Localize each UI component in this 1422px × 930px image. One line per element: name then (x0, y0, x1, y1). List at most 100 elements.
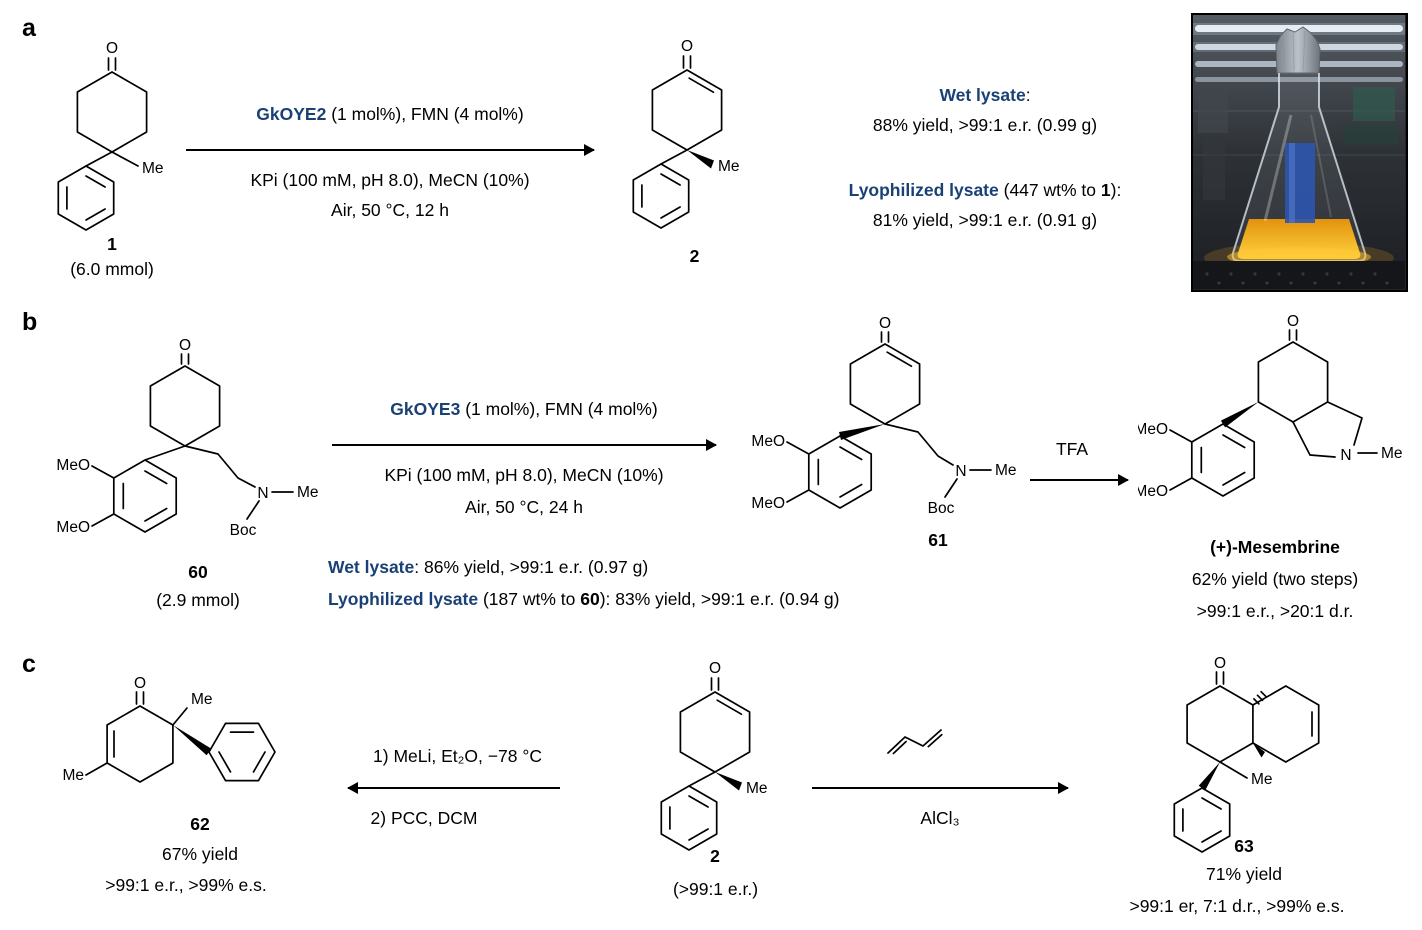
panel-c-label: c (22, 650, 36, 678)
flask-photo (1191, 13, 1408, 292)
lyophilized-label-b: Lyophilized lysate (328, 589, 479, 609)
wet-lysate-rest-b: : 86% yield, >99:1 e.r. (0.97 g) (414, 557, 649, 577)
methoxy-label-lower: MeO (56, 519, 90, 536)
methyl-label: Me (718, 158, 740, 175)
compound-63-stereo: >99:1 er, 7:1 d.r., >99% e.s. (1129, 896, 1345, 916)
carbonyl-o-label: O (134, 675, 146, 692)
carbonyl-o-label: O (681, 38, 693, 55)
bench-clutter (1193, 87, 1405, 200)
methoxy-label-upper: MeO (1138, 421, 1168, 438)
mesembrine-stereo: >99:1 e.r., >20:1 d.r. (1196, 601, 1354, 621)
tfa-arrow (1030, 474, 1129, 486)
butadiene-bonds (887, 729, 943, 755)
carbonyl-o-label: O (179, 337, 191, 354)
compound-1-structure: O Me (57, 40, 164, 231)
enzyme-gkoye3: GkOYE3 (390, 399, 461, 419)
vinyl-methyl-label: Me (62, 767, 84, 784)
nitrogen-label: N (955, 463, 966, 480)
compound-1-number: 1 (107, 234, 117, 254)
lyophilized-num-b: 60 (580, 589, 600, 609)
lyophilized-num-a: 1 (1100, 180, 1111, 200)
compound-63-yield: 71% yield (1206, 864, 1282, 884)
conditions-b-line2: KPi (100 mM, pH 8.0), MeCN (10%) (384, 465, 664, 485)
n-methyl-label: Me (1381, 445, 1403, 462)
mesembrine-bonds (1169, 329, 1378, 497)
conditions-a-line1: GkOYE2 (1 mol%), FMN (4 mol%) (186, 104, 594, 126)
compound-61-number: 61 (928, 530, 948, 550)
optical-table (1193, 261, 1405, 289)
compound-2c-number: 2 (710, 846, 720, 866)
wet-lysate-result-b: Wet lysate: 86% yield, >99:1 e.r. (0.97 … (328, 557, 648, 579)
foil-cap (1275, 26, 1321, 74)
nitrogen-label: N (1340, 447, 1351, 464)
lyophilized-result-a: 81% yield, >99:1 e.r. (0.91 g) (872, 210, 1098, 230)
glass-highlight (1263, 114, 1293, 222)
compound-62-bonds (85, 691, 276, 783)
mesembrine-structure: O N Me MeO MeO (1138, 313, 1403, 500)
conditions-b-line1-rest: (1 mol%), FMN (4 mol%) (460, 399, 658, 419)
compound-1-amount: (6.0 mmol) (70, 259, 154, 279)
n-methyl-label: Me (297, 484, 319, 501)
enzyme-gkoye2: GkOYE2 (256, 104, 327, 124)
nitrogen-label: N (257, 485, 268, 502)
left-conditions-line2: 2) PCC, DCM (370, 808, 478, 828)
lyophilized-pre-b: (187 wt% to (478, 589, 581, 609)
blue-band-highlight (1289, 143, 1295, 223)
compound-61-structure: O MeO MeO N Me Boc (751, 315, 1017, 517)
compound-62-stereo: >99:1 e.r., >99% e.s. (105, 875, 267, 895)
carbonyl-o-label: O (1287, 313, 1299, 330)
compound-2-structure-panel-c: O Me (660, 660, 768, 851)
conditions-a-line3: Air, 50 °C, 12 h (331, 200, 449, 220)
methyl-label: Me (1251, 771, 1273, 788)
lyophilized-heading-a: Lyophilized lysate (447 wt% to 1): (792, 180, 1178, 202)
lyophilized-post-a: ): (1110, 180, 1122, 200)
compound-2-number: 2 (689, 246, 700, 266)
boc-label: Boc (928, 500, 955, 517)
lyophilized-label-a: Lyophilized lysate (848, 180, 999, 200)
quaternary-methyl-label: Me (191, 691, 213, 708)
methyl-label: Me (746, 780, 768, 797)
butadiene-structure (887, 729, 943, 755)
wet-lysate-colon-a: : (1025, 85, 1031, 105)
compound-63-number: 63 (1234, 836, 1254, 856)
flask-photo-illustration (1193, 15, 1405, 289)
left-conditions-line1: 1) MeLi, Et₂O, −78 °C (373, 746, 542, 766)
conditions-b-line3: Air, 50 °C, 24 h (465, 497, 583, 517)
reaction-arrow-a (186, 144, 595, 156)
compound-1-bonds (57, 57, 148, 231)
conditions-a-line1-rest: (1 mol%), FMN (4 mol%) (326, 104, 524, 124)
mesembrine-yield: 62% yield (two steps) (1191, 569, 1359, 589)
compound-60-structure: O MeO MeO N Me Boc (56, 337, 319, 539)
glass-highlight-2 (1310, 114, 1332, 218)
carbonyl-o-label: O (1214, 655, 1226, 672)
compound-2c-stereo: (>99:1 e.r.) (672, 879, 759, 899)
panel-b-label: b (22, 308, 38, 336)
compound-60-bonds (91, 353, 294, 533)
compound-63-structure: O Me (1173, 655, 1320, 853)
carbonyl-o-label: O (106, 40, 118, 57)
methoxy-label-lower: MeO (751, 495, 785, 512)
carbonyl-o-label: O (879, 315, 891, 332)
methoxy-label-upper: MeO (751, 433, 785, 450)
compound-60-amount: (2.9 mmol) (156, 590, 240, 610)
wet-lysate-label-a: Wet lysate (939, 85, 1026, 105)
lyophilized-pre-a: (447 wt% to (998, 180, 1101, 200)
compound-62-yield: 67% yield (162, 844, 238, 864)
compound-62-structure: O Me Me (62, 675, 276, 784)
compound-2c-bonds (660, 677, 751, 851)
left-reaction-arrow (347, 782, 560, 794)
compound-60-number: 60 (188, 562, 208, 582)
mesembrine-name: (+)-Mesembrine (1210, 537, 1340, 557)
n-methyl-label: Me (995, 462, 1017, 479)
reaction-arrow-b (332, 439, 717, 451)
panel-a-label: a (22, 14, 36, 42)
wet-lysate-label-b: Wet lysate (328, 557, 415, 577)
alcl3-label: AlCl₃ (920, 808, 960, 828)
wet-lysate-result-a: 88% yield, >99:1 e.r. (0.99 g) (872, 115, 1098, 135)
compound-2-structure: O Me (632, 38, 740, 229)
compound-61-bonds (786, 331, 992, 509)
lyophilized-result-b: Lyophilized lysate (187 wt% to 60): 83% … (328, 589, 840, 611)
carbonyl-o-label: O (709, 660, 721, 677)
methoxy-label-upper: MeO (56, 457, 90, 474)
conditions-a-line2: KPi (100 mM, pH 8.0), MeCN (10%) (250, 170, 530, 190)
